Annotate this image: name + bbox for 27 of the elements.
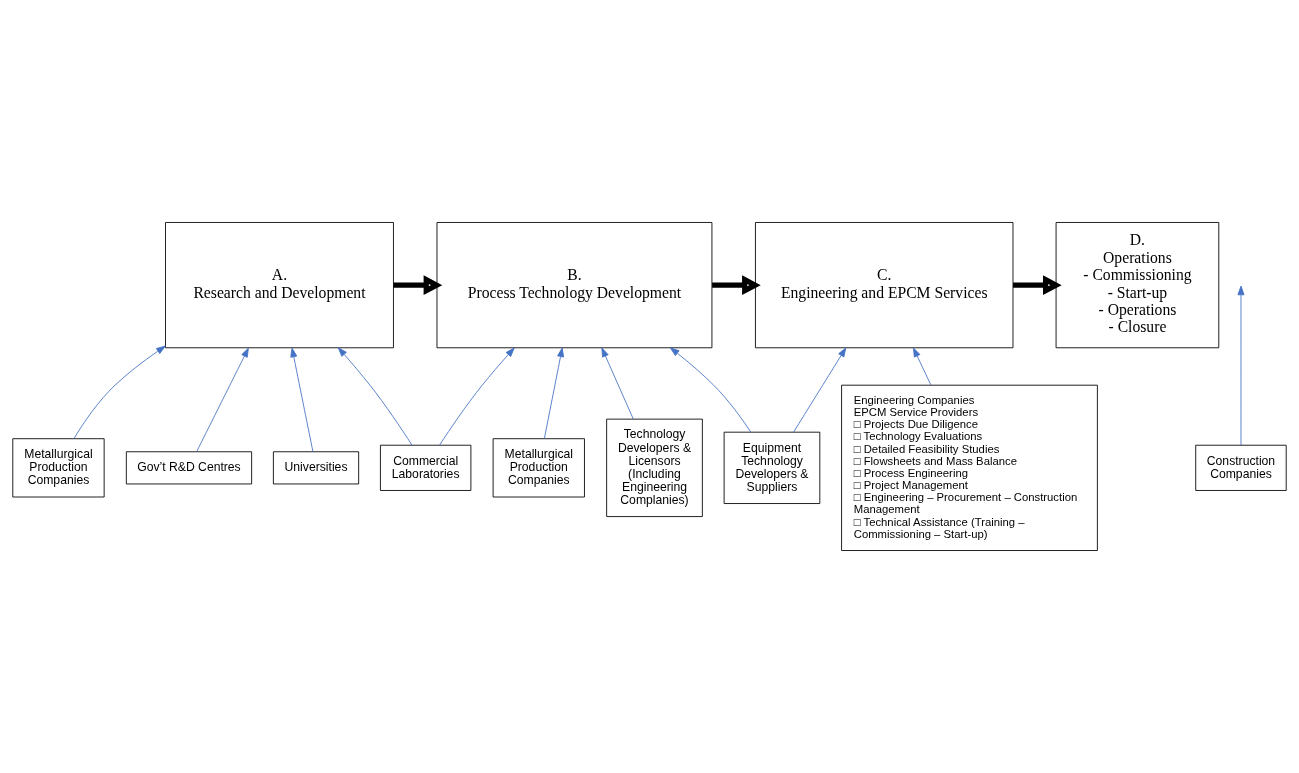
node-box: Gov’t R&D Centres [125, 451, 253, 485]
arrow [290, 347, 314, 452]
arrow [601, 347, 634, 420]
arrow [393, 275, 443, 295]
node-box: Universities [272, 451, 360, 485]
node-box: Technology Developers & Licensors (Including Engineering Complanies) [606, 418, 703, 517]
arrow [912, 347, 932, 386]
node-box: Construction Companies [1195, 444, 1287, 491]
node-box: Equipment Technology Developers & Suppliers [723, 431, 821, 504]
node-box: Metallurgical Production Companies [492, 438, 585, 498]
arrow [73, 345, 166, 440]
node-box: B. Process Technology Development [436, 222, 713, 349]
arrow [1013, 275, 1062, 295]
node-box: Engineering Companies EPCM Service Providers □ Projects Due Diligence □ Technology Evaluations □ Detailed Feasibility Studies □ Flowsheets and Mass Balance □ Process Engineering □ Project Management □ Engineering – Procurement – Construction Management □ Technical Assistance (Training – Commissioning – Start-up) [841, 384, 1098, 551]
node-box: Metallurgical Production Companies [12, 438, 105, 498]
arrow [712, 275, 761, 295]
arrow [793, 347, 847, 433]
node-box: A. Research and Development [165, 222, 394, 349]
node-box: Commercial Laboratories [379, 444, 472, 491]
node-box: D. Operations - Commissioning - Start-up - Operations - Closure [1055, 222, 1220, 349]
arrow [544, 347, 564, 439]
arrow [337, 347, 413, 446]
arrow [669, 347, 752, 433]
arrow [1237, 285, 1245, 446]
arrow [439, 347, 515, 446]
node-box: C. Engineering and EPCM Services [755, 222, 1014, 349]
arrow [196, 347, 249, 452]
